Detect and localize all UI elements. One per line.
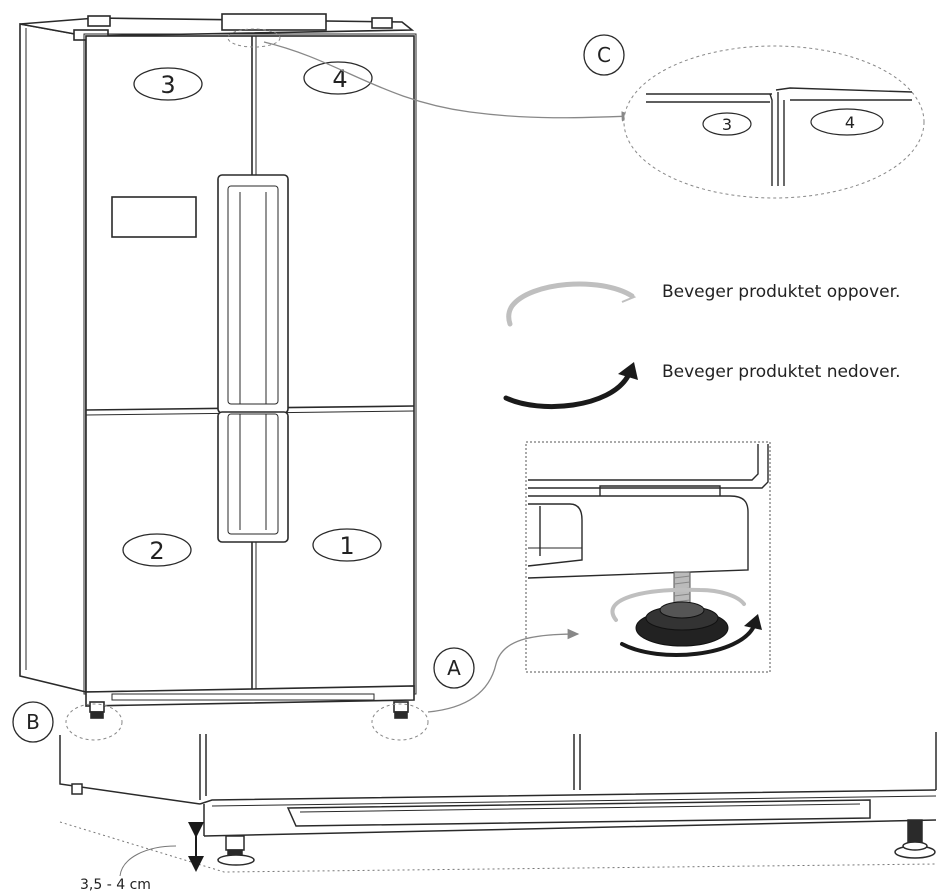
floor-line: [59, 821, 937, 873]
instruction-down: Beveger produktet nedover.: [662, 362, 900, 382]
detail-c-label: C: [583, 34, 625, 76]
leader-to-detail-a: [427, 628, 580, 713]
svg-text:3,5 - 4 cm: 3,5 - 4 cm: [80, 877, 151, 893]
svg-text:3: 3: [160, 71, 175, 99]
svg-text:4: 4: [332, 65, 347, 93]
door-label-2: 2: [122, 533, 192, 567]
clearance-dimension: 3,5 - 4 cm: [80, 822, 204, 893]
detail-b-label: B: [12, 701, 54, 743]
detail-b-view: [59, 732, 937, 866]
rotate-up-icon: [506, 281, 637, 327]
fridge-main: [19, 13, 417, 719]
svg-text:4: 4: [845, 113, 855, 132]
door-label-1: 1: [312, 528, 382, 562]
detail-a-label: A: [433, 647, 475, 689]
svg-text:3: 3: [722, 115, 732, 134]
svg-text:A: A: [447, 656, 461, 680]
callout-top-gap: [227, 28, 281, 48]
callout-foot-left: [65, 703, 123, 741]
door-label-4: 4: [303, 61, 373, 95]
detail-a-view: [525, 441, 771, 673]
callout-foot-right: [371, 703, 429, 741]
leader-to-detail-c: [263, 41, 634, 122]
svg-text:2: 2: [149, 537, 164, 565]
door-label-3: 3: [133, 67, 203, 101]
instruction-up: Beveger produktet oppover.: [662, 282, 900, 302]
detail-c-view: 3 4: [623, 45, 925, 199]
svg-text:1: 1: [339, 532, 354, 560]
svg-text:C: C: [597, 43, 611, 67]
rotate-down-icon: [503, 362, 638, 409]
svg-text:B: B: [26, 710, 40, 734]
